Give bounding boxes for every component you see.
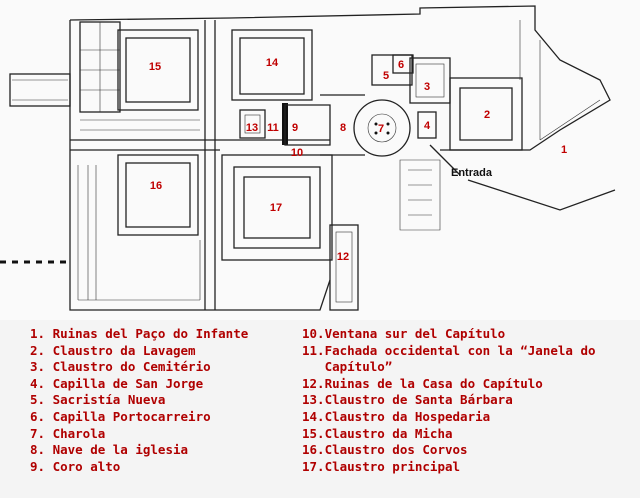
legend-item: 1. Ruinas del Paço do Infante [30, 326, 249, 341]
label-6: 6 [398, 59, 404, 71]
legend-item: 10.Ventana sur del Capítulo [302, 326, 506, 341]
legend-item: 2. Claustro da Lavagem [30, 342, 196, 358]
legend-item: 7. Charola [30, 425, 106, 441]
entrance-label: Entrada [451, 167, 493, 179]
legend-item: 16.Claustro dos Corvos [302, 442, 468, 458]
label-8: 8 [340, 122, 346, 134]
legend-item: 11.Fachada occidental con la “Janela do … [302, 342, 596, 375]
label-17: 17 [270, 202, 282, 214]
label-15: 15 [149, 61, 161, 73]
label-7: 7 [378, 123, 384, 135]
legend-column-2: 10.Ventana sur del Capítulo 11.Fachada o… [302, 326, 596, 475]
legend-item: 13.Claustro de Santa Bárbara [302, 392, 513, 408]
label-12: 12 [337, 251, 349, 263]
legend-item: 9. Coro alto [30, 458, 121, 474]
legend-item: 12.Ruinas de la Casa do Capítulo [302, 375, 543, 391]
label-4: 4 [424, 120, 431, 132]
legend-item: 6. Capilla Portocarreiro [30, 408, 211, 424]
legend-item: 14.Claustro da Hospedaria [302, 408, 491, 424]
floor-plan: 15 14 6 5 3 2 1 13 11 9 8 7 4 10 16 17 1… [0, 5, 616, 311]
label-10: 10 [291, 147, 303, 159]
legend-column-1: 1. Ruinas del Paço do Infante 2. Claustr… [30, 326, 248, 475]
legend-item: 8. Nave de la iglesia [30, 442, 189, 458]
legend-item: 3. Claustro do Cemitério [30, 359, 211, 375]
legend-item: 17.Claustro principal [302, 458, 461, 474]
label-2: 2 [484, 109, 490, 121]
label-5: 5 [383, 70, 389, 82]
label-16: 16 [150, 180, 162, 192]
legend-item: 5. Sacristía Nueva [30, 392, 166, 408]
label-3: 3 [424, 81, 430, 93]
legend-item: 15.Claustro da Micha [302, 425, 453, 441]
label-9: 9 [292, 122, 298, 134]
label-14: 14 [266, 57, 279, 69]
label-13: 13 [246, 122, 258, 134]
label-11: 11 [267, 122, 279, 134]
label-1: 1 [561, 144, 567, 156]
legend-item: 4. Capilla de San Jorge [30, 375, 204, 391]
